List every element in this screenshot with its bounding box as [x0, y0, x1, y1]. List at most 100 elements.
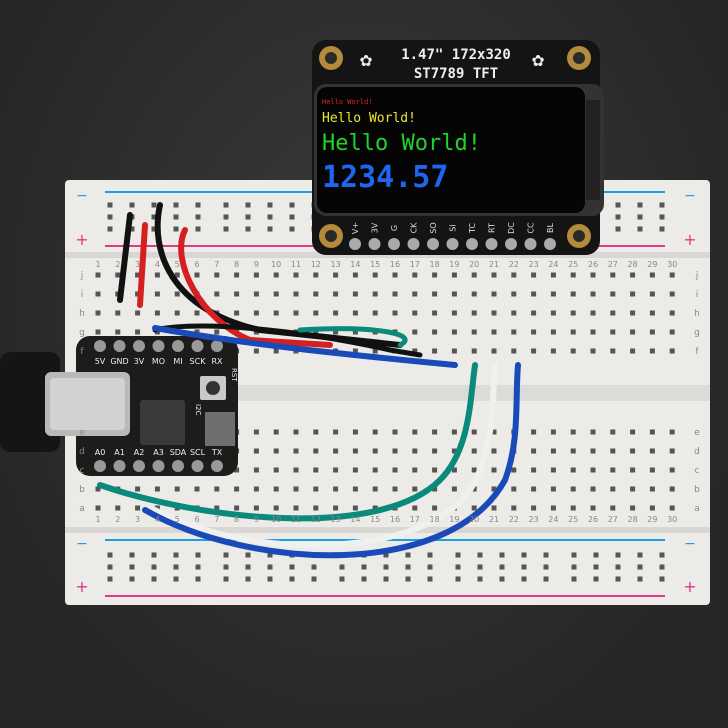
breadboard-hole — [550, 486, 556, 492]
breadboard-hole — [491, 291, 497, 297]
breadboard-hole — [471, 448, 477, 454]
breadboard-hole — [372, 505, 378, 511]
breadboard-hole — [531, 505, 537, 511]
column-number-bottom: 16 — [390, 515, 400, 524]
screen-line-small: Hello World! — [322, 98, 373, 106]
breadboard-hole — [610, 429, 616, 435]
rail-hole — [615, 226, 621, 232]
pin-label: SO — [429, 222, 438, 233]
breadboard-hole — [392, 310, 398, 316]
column-number-bottom: 26 — [588, 515, 598, 524]
breadboard-hole — [115, 505, 121, 511]
column-number-top: 21 — [489, 260, 499, 269]
breadboard-hole — [313, 486, 319, 492]
breadboard-hole — [432, 348, 438, 354]
breadboard-hole — [333, 429, 339, 435]
header-pin — [407, 238, 420, 250]
breadboard-hole — [174, 310, 180, 316]
rail-hole — [637, 202, 643, 208]
column-number-bottom: 25 — [568, 515, 578, 524]
breadboard-hole — [333, 486, 339, 492]
breadboard-hole — [471, 486, 477, 492]
rail-hole — [245, 214, 251, 220]
rail-hole — [659, 552, 665, 558]
breadboard-hole — [610, 448, 616, 454]
display-title-line2: ST7789 TFT — [414, 66, 498, 82]
breadboard-hole — [590, 348, 596, 354]
qtpy-pin-label: 3V — [134, 357, 145, 366]
breadboard-hole — [451, 467, 457, 473]
column-number-bottom: 21 — [489, 515, 499, 524]
rail-hole — [195, 226, 201, 232]
rail-hole — [107, 564, 113, 570]
breadboard-hole — [135, 272, 141, 278]
qtpy-pin — [172, 460, 184, 472]
breadboard-hole — [550, 448, 556, 454]
qtpy-pin-label: 5V — [95, 357, 106, 366]
column-number-bottom: 11 — [291, 515, 301, 524]
column-number-bottom: 19 — [449, 515, 459, 524]
breadboard-hole — [610, 348, 616, 354]
breadboard-hole — [451, 448, 457, 454]
rail-hole — [129, 576, 135, 582]
rail-hole — [571, 576, 577, 582]
breadboard-hole — [590, 467, 596, 473]
column-number-top: 4 — [155, 260, 160, 269]
breadboard-hole — [590, 448, 596, 454]
breadboard-hole — [253, 272, 259, 278]
header-pin — [368, 238, 381, 250]
breadboard-hole — [253, 448, 259, 454]
breadboard-hole — [234, 505, 240, 511]
column-number-bottom: 30 — [667, 515, 677, 524]
breadboard-hole — [273, 310, 279, 316]
breadboard-hole — [649, 486, 655, 492]
breadboard-hole — [234, 272, 240, 278]
breadboard-hole — [95, 329, 101, 335]
star-logo-icon: ✿ — [360, 47, 372, 71]
rail-hole — [571, 564, 577, 570]
rail-hole — [499, 552, 505, 558]
breadboard-hole — [669, 291, 675, 297]
column-number-top: 25 — [568, 260, 578, 269]
breadboard-hole — [234, 310, 240, 316]
breadboard-hole — [550, 310, 556, 316]
breadboard-hole — [590, 329, 596, 335]
row-letter-left: i — [81, 290, 84, 300]
qtpy-pin-label: MI — [173, 357, 182, 366]
rail-hole — [173, 552, 179, 558]
breadboard-hole — [511, 310, 517, 316]
column-number-top: 8 — [234, 260, 239, 269]
rail-hole — [659, 226, 665, 232]
tft-display-board: ✿ ✿ 1.47" 172x320 ST7789 TFT Hello World… — [312, 40, 604, 255]
column-number-top: 28 — [628, 260, 638, 269]
rail-hole — [477, 576, 483, 582]
column-number-bottom: 15 — [370, 515, 380, 524]
rail-hole — [659, 564, 665, 570]
breadboard-hole — [95, 291, 101, 297]
breadboard-hole — [372, 272, 378, 278]
breadboard-hole — [432, 329, 438, 335]
rail-hole — [223, 226, 229, 232]
breadboard-hole — [531, 448, 537, 454]
breadboard-hole — [610, 486, 616, 492]
column-number-top: 15 — [370, 260, 380, 269]
breadboard-hole — [550, 291, 556, 297]
breadboard-hole — [610, 329, 616, 335]
breadboard-hole — [154, 310, 160, 316]
breadboard-hole — [610, 505, 616, 511]
rail-hole — [477, 564, 483, 570]
rail-hole — [543, 552, 549, 558]
rail-hole — [521, 564, 527, 570]
jumper-wires — [97, 202, 521, 559]
breadboard-hole — [333, 448, 339, 454]
pin-label: CC — [527, 222, 536, 234]
breadboard-hole — [491, 448, 497, 454]
rail-hole — [245, 226, 251, 232]
breadboard-hole — [630, 467, 636, 473]
breadboard-hole — [471, 272, 477, 278]
breadboard-hole — [550, 429, 556, 435]
column-number-bottom: 29 — [647, 515, 657, 524]
breadboard-hole — [630, 291, 636, 297]
column-number-top: 14 — [350, 260, 360, 269]
screen-line-medium: Hello World! — [322, 111, 416, 126]
